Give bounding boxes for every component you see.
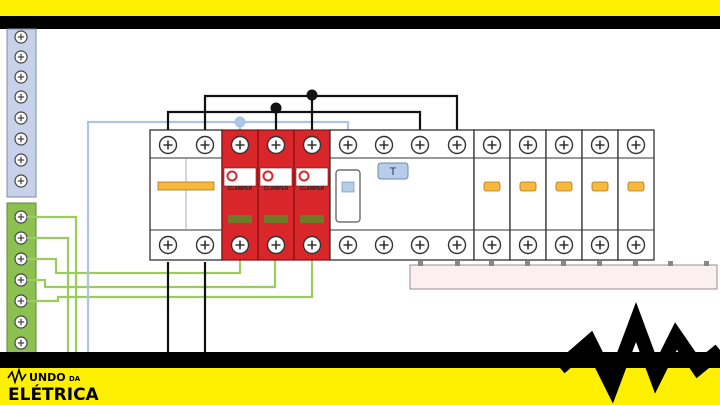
clamper-logo-icon [298,170,310,182]
brand-line1: UNDO [29,371,66,384]
zigzag-wave-icon [555,301,720,404]
terminal-icon [374,235,394,255]
terminal-icon [410,135,430,155]
terminal-icon [14,90,28,104]
circuit-breaker-5 [617,129,655,261]
terminal-icon [14,252,28,266]
device-label: CLAMPER [300,186,325,192]
dps-module-2: CLAMPER [257,129,295,261]
terminal-icon [14,294,28,308]
terminal-icon [14,273,28,287]
main-breaker [149,129,223,261]
terminal-icon [447,235,467,255]
terminal-icon [158,235,178,255]
dps-module-3: CLAMPER [293,129,331,261]
terminal-icon [266,235,286,255]
bottom-frame-bar [0,352,720,368]
terminal-icon [554,235,574,255]
phase-wires [166,94,459,352]
terminal-icon [230,135,250,155]
terminal-icon [447,135,467,155]
brand-wave-icon [7,367,27,385]
terminal-icon [518,235,538,255]
residual-current-device: T [329,129,475,261]
terminal-icon [482,135,502,155]
dps-status-window [300,215,324,223]
dps-status-window [228,215,252,223]
top-banner [0,0,720,16]
test-button[interactable] [377,162,409,180]
device-label: CLAMPER [228,186,253,192]
terminal-icon [14,50,28,64]
circuit-breaker-4 [581,129,619,261]
device-label: CLAMPER [264,186,289,192]
terminal-icon [338,135,358,155]
top-frame-bar [0,16,720,29]
dps-status-window [264,215,288,223]
terminal-icon [590,235,610,255]
phase-junction [270,102,282,114]
terminal-icon [14,231,28,245]
circuit-breaker-1 [473,129,511,261]
breaker-indicator [157,181,215,191]
terminal-icon [14,336,28,350]
terminal-icon [482,235,502,255]
brand-line1-small: DA [69,375,81,383]
terminal-icon [14,132,28,146]
test-button-label: T [390,166,397,178]
terminal-icon [302,135,322,155]
ground-terminal-bar [6,202,37,354]
terminal-icon [14,210,28,224]
neutral-terminal-bar [6,28,37,198]
phase-junction [306,89,318,101]
terminal-icon [554,135,574,155]
comb-busbar [409,261,718,290]
clamper-logo-icon [262,170,274,182]
drd-lever [335,169,361,223]
terminal-icon [158,135,178,155]
circuit-breaker-2 [509,129,547,261]
terminal-icon [374,135,394,155]
terminal-icon [626,235,646,255]
circuit-breaker-3 [545,129,583,261]
terminal-icon [14,111,28,125]
clamper-logo-icon [226,170,238,182]
terminal-icon [518,135,538,155]
terminal-icon [195,135,215,155]
terminal-icon [14,174,28,188]
terminal-icon [266,135,286,155]
terminal-icon [14,153,28,167]
terminal-icon [302,235,322,255]
terminal-icon [14,70,28,84]
terminal-icon [410,235,430,255]
terminal-icon [14,315,28,329]
dps-module-1: CLAMPER [221,129,259,261]
terminal-icon [230,235,250,255]
terminal-icon [195,235,215,255]
terminal-icon [590,135,610,155]
terminal-icon [626,135,646,155]
terminal-icon [14,30,28,44]
brand-line2: ELÉTRICA [8,383,100,405]
ground-wires [27,215,314,352]
terminal-icon [338,235,358,255]
